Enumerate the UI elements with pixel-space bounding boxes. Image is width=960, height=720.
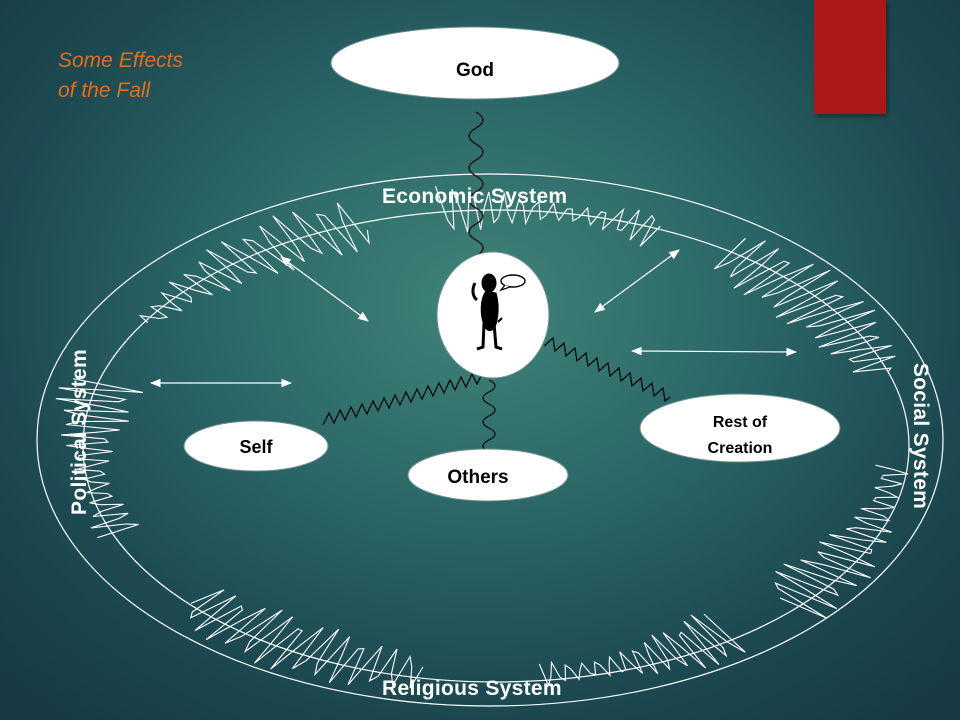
ring-wobble-line [774,464,909,619]
ring-wobble-line [538,613,746,688]
outer-ring [36,173,944,707]
squiggle-self [322,372,482,426]
god-node [330,26,620,100]
inner-ring [82,209,910,683]
others-label: Others [447,467,508,488]
self-node [183,420,329,472]
slide-title-line-1: Some Effects [58,49,183,72]
red-accent-tab [814,0,886,114]
relationship-arrows [149,249,798,388]
social-system-label: Social System [909,362,932,510]
squiggle-rest [543,336,671,403]
arrow-right [630,346,798,357]
arrow-upper-right [594,249,680,313]
ring-wobble-line [55,378,144,539]
ring-wobble-line [138,202,370,324]
arrow-upper-left [280,256,369,322]
religious-system-label: Religious System [382,677,562,700]
slide-title: Some Effects of the Fall [58,46,183,106]
political-system-label: Political System [68,349,91,515]
rest-of-creation-label-line-1: Rest of [713,414,768,431]
self-label: Self [239,437,273,457]
ring-wobble-lines [55,186,909,689]
rest-of-creation-node [639,393,841,463]
stooped-figure-icon [471,273,526,351]
ring-wobble-line [434,186,661,247]
ring-wobble-line [189,589,424,689]
rest-of-creation-label-line-2: Creation [708,440,773,457]
god-label: God [456,60,494,81]
squiggle-god [468,111,484,267]
economic-system-label: Economic System [382,185,568,208]
others-node [407,448,569,502]
slide-title-line-2: of the Fall [58,79,151,102]
ring-wobble-line [714,237,896,373]
